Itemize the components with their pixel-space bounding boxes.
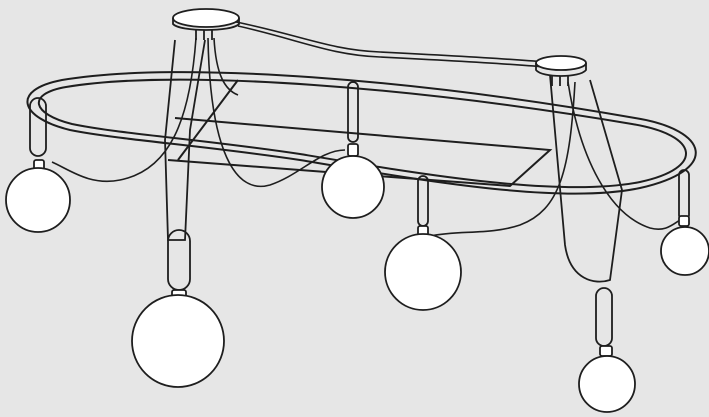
cord-to-left-frame: [213, 37, 239, 96]
globe-center: [321, 143, 385, 219]
globe-right: [660, 215, 709, 276]
frame-inner-loop: [37, 78, 687, 189]
globe-large-right: [578, 345, 636, 413]
hanger-center: [347, 81, 359, 143]
cord-mid-globe: [429, 81, 576, 237]
globe-lights: [5, 143, 709, 413]
globe-left: [5, 159, 71, 233]
globe-large-left: [131, 289, 225, 388]
cord-right-globe: [567, 81, 681, 230]
cord-left-globe: [51, 37, 197, 183]
cord-canopy-to-canopy: [235, 21, 546, 63]
frame-outer-loop: [26, 71, 697, 195]
hanger-large-left-drop: [164, 39, 206, 241]
canopy-left: [172, 8, 240, 40]
canopy-right: [535, 55, 587, 86]
hanger-large-right-drop: [549, 74, 623, 283]
ceiling-canopies: [172, 8, 587, 86]
hanger-left: [29, 97, 47, 157]
globe-mid: [384, 225, 462, 311]
frame-brace-left: [177, 79, 239, 161]
cord-canopy-to-canopy-b: [237, 25, 546, 68]
